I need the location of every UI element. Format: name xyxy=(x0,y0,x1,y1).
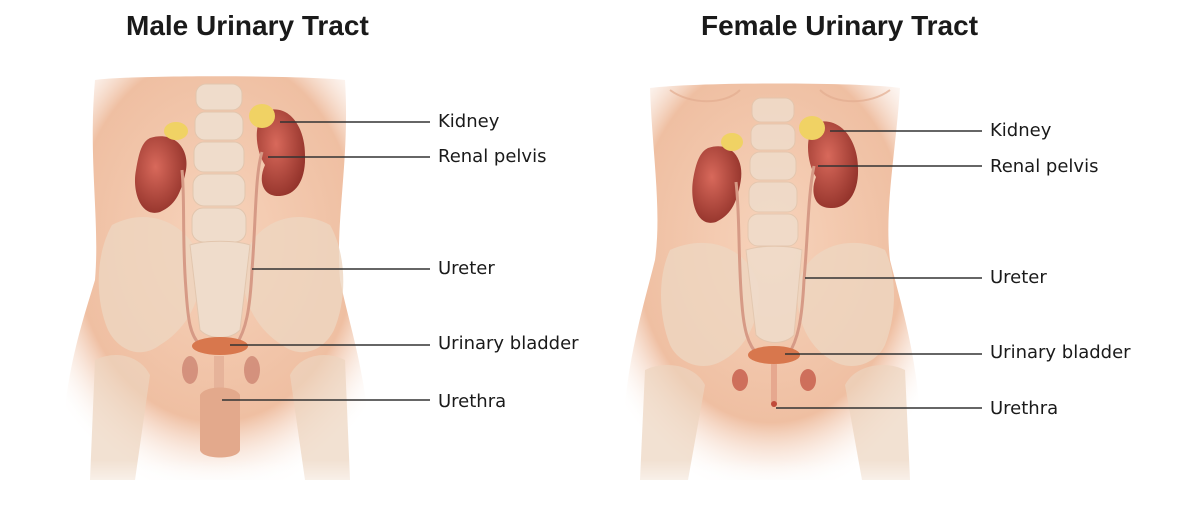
male-spine xyxy=(189,83,251,338)
female-label-renal-pelvis: Renal pelvis xyxy=(990,156,1099,177)
female-kidney-left xyxy=(692,146,742,223)
female-label-urethra: Urethra xyxy=(990,398,1059,419)
male-label-urethra: Urethra xyxy=(438,391,507,412)
male-anatomy-illustration xyxy=(40,76,430,500)
female-femur-right xyxy=(845,365,910,480)
female-ureter-right xyxy=(786,165,816,356)
male-label-urinary-bladder: Urinary bladder xyxy=(438,333,579,354)
male-urinary-tract-panel: Male Urinary Tract xyxy=(40,10,579,500)
female-spine xyxy=(745,97,803,343)
female-pelvis-bone-left xyxy=(661,242,759,366)
female-anatomy-illustration xyxy=(600,83,982,500)
male-ureter-left xyxy=(180,169,202,347)
male-label-renal-pelvis: Renal pelvis xyxy=(438,146,547,167)
female-kidney-right xyxy=(808,121,859,209)
female-pelvis-bone-right xyxy=(797,242,894,366)
female-urinary-bladder xyxy=(748,346,800,364)
male-genital xyxy=(200,387,240,458)
female-ureter-left xyxy=(734,181,760,357)
male-femur-left xyxy=(90,355,150,480)
female-adrenal-right xyxy=(799,116,825,140)
female-label-urinary-bladder: Urinary bladder xyxy=(990,342,1131,363)
male-kidney-right xyxy=(256,109,306,197)
male-panel-title: Male Urinary Tract xyxy=(126,10,369,41)
male-kidney-left xyxy=(135,136,187,213)
male-label-kidney: Kidney xyxy=(438,111,500,132)
female-label-kidney: Kidney xyxy=(990,120,1052,141)
male-adrenal-left xyxy=(164,122,188,140)
female-urethra xyxy=(771,364,777,404)
male-urinary-bladder xyxy=(192,337,248,355)
female-label-ureter: Ureter xyxy=(990,267,1047,288)
male-urethra xyxy=(214,356,224,396)
female-leader-lines xyxy=(776,130,982,409)
female-adrenal-left xyxy=(721,133,743,151)
male-label-ureter: Ureter xyxy=(438,258,495,279)
male-pelvis-bone-right xyxy=(242,217,344,353)
male-ureter-right xyxy=(234,151,264,346)
female-urinary-tract-panel: Female Urinary Tract xyxy=(600,0,1191,519)
male-pelvis-bone-left xyxy=(98,217,201,353)
female-femur-left xyxy=(640,365,705,480)
female-panel-title: Female Urinary Tract xyxy=(701,10,979,41)
male-leader-lines xyxy=(222,121,430,401)
male-adrenal-right xyxy=(249,104,275,128)
male-femur-right xyxy=(290,355,350,480)
